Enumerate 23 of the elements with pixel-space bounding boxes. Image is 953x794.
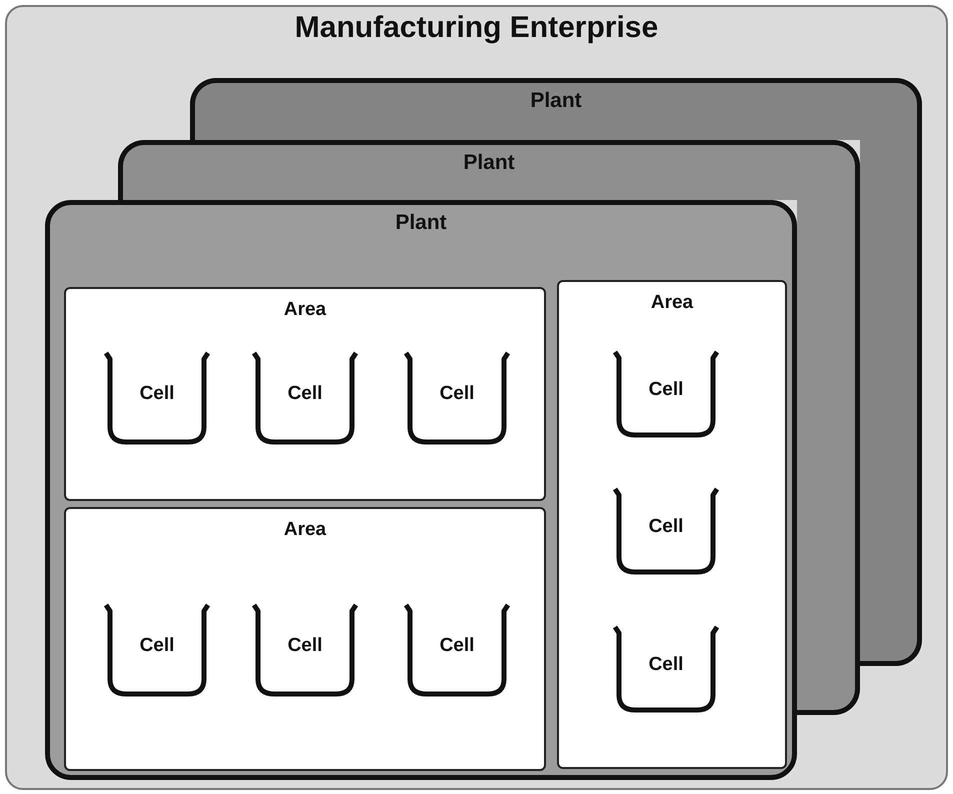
plant-panel <box>118 140 860 200</box>
cell-label: Cell <box>648 654 684 676</box>
plant-panel <box>190 78 922 140</box>
area-panel <box>64 507 546 771</box>
plant-title: Plant <box>530 89 582 113</box>
plant-panel <box>45 200 797 780</box>
cell-label: Cell <box>288 383 322 405</box>
cell-label: Cell <box>440 635 474 657</box>
cell-label: Cell <box>140 635 174 657</box>
cell-label: Cell <box>140 383 174 405</box>
cell-label: Cell <box>648 516 684 538</box>
area-title: Area <box>284 519 326 541</box>
area-panel <box>557 280 787 769</box>
cell-label: Cell <box>648 379 684 401</box>
enterprise-title: Manufacturing Enterprise <box>294 11 658 45</box>
plant-title: Plant <box>463 151 515 175</box>
plant-title: Plant <box>395 211 447 235</box>
cell-label: Cell <box>288 635 322 657</box>
enterprise-panel <box>5 5 948 790</box>
area-title: Area <box>650 292 694 314</box>
cell-label: Cell <box>440 383 474 405</box>
area-panel <box>64 287 546 501</box>
area-title: Area <box>284 299 326 321</box>
